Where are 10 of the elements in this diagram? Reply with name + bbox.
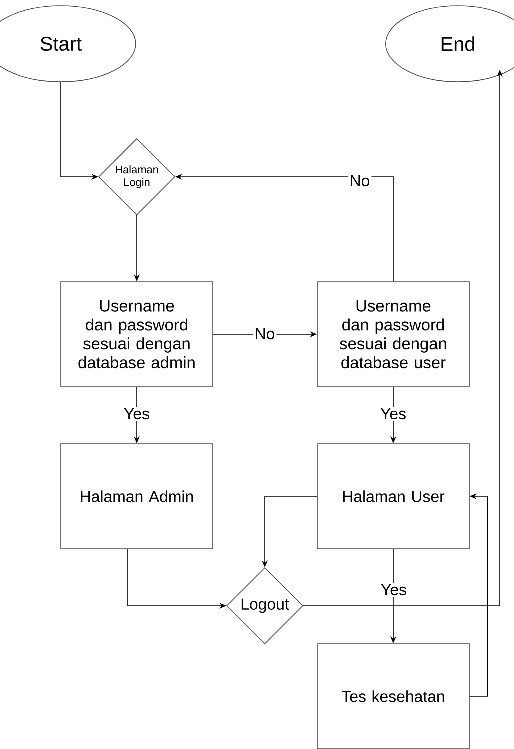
process-box: Halaman User bbox=[317, 444, 470, 550]
process-box: Tes kesehatan bbox=[317, 644, 470, 749]
edge-label: Yes bbox=[122, 406, 152, 422]
edge-label: No bbox=[253, 326, 277, 342]
process-box: Username dan password sesuai dengan database admin bbox=[60, 282, 214, 388]
edge-label: Yes bbox=[380, 582, 408, 598]
edge-label: Yes bbox=[379, 406, 408, 422]
process-box: Halaman Admin bbox=[60, 444, 214, 550]
edge-label: No bbox=[348, 174, 372, 188]
process-box: Username dan password sesuai dengan database user bbox=[317, 282, 470, 388]
